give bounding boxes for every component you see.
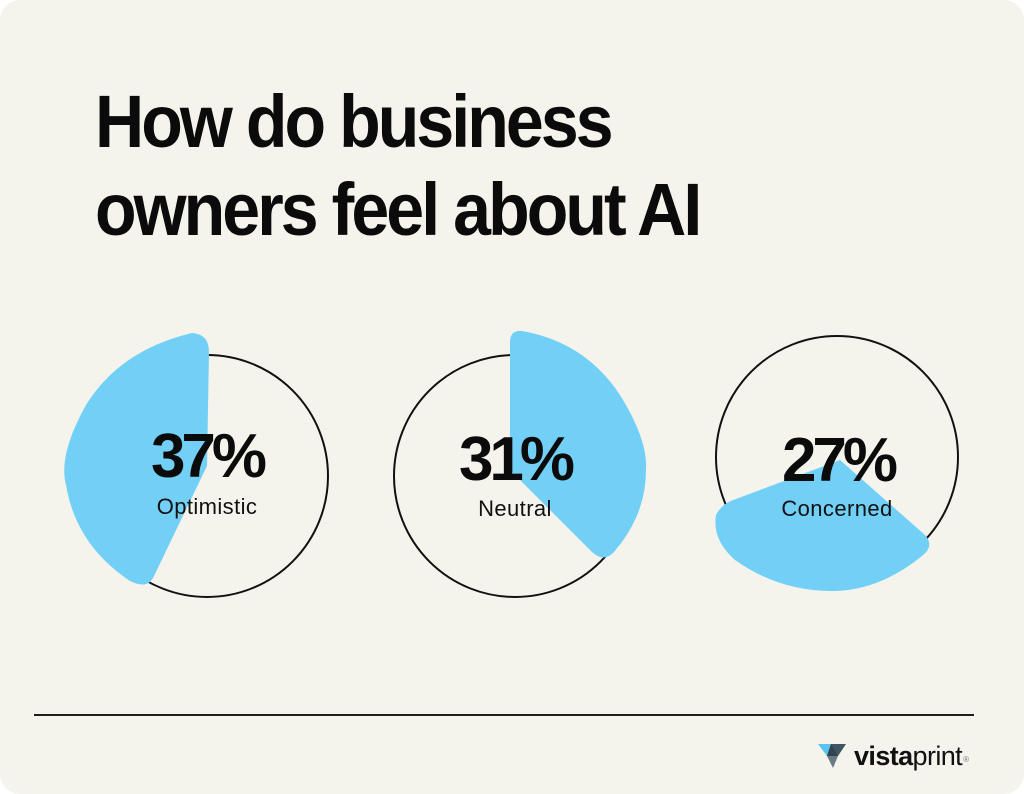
chart-label: Neutral xyxy=(478,496,552,521)
chart-neutral: 31% Neutral xyxy=(393,330,647,598)
brand-wordmark: vistaprint xyxy=(854,740,963,771)
brand-name-regular: print xyxy=(912,740,963,771)
chart-label: Concerned xyxy=(781,496,892,521)
title-line-2: owners feel about AI xyxy=(95,168,702,251)
chart-slice-highlight xyxy=(64,333,209,585)
chart-value: 27% xyxy=(782,426,897,495)
vistaprint-logo: vistaprint ® xyxy=(818,740,969,772)
chart-value: 31% xyxy=(459,425,574,494)
chart-slice-highlight xyxy=(510,330,647,558)
chart-slice-highlight xyxy=(715,460,930,592)
chart-concerned: 27% Concerned xyxy=(715,335,959,592)
chart-value: 37% xyxy=(151,422,266,491)
chart-optimistic: 37% Optimistic xyxy=(64,333,329,598)
chart-label: Optimistic xyxy=(157,494,258,519)
vistaprint-triangle-icon xyxy=(818,744,846,768)
page-title: How do business owners feel about AI xyxy=(95,78,702,254)
registered-mark: ® xyxy=(963,755,969,764)
brand-name-bold: vista xyxy=(854,740,913,771)
title-line-1: How do business xyxy=(95,80,614,163)
footer-divider xyxy=(34,714,974,716)
